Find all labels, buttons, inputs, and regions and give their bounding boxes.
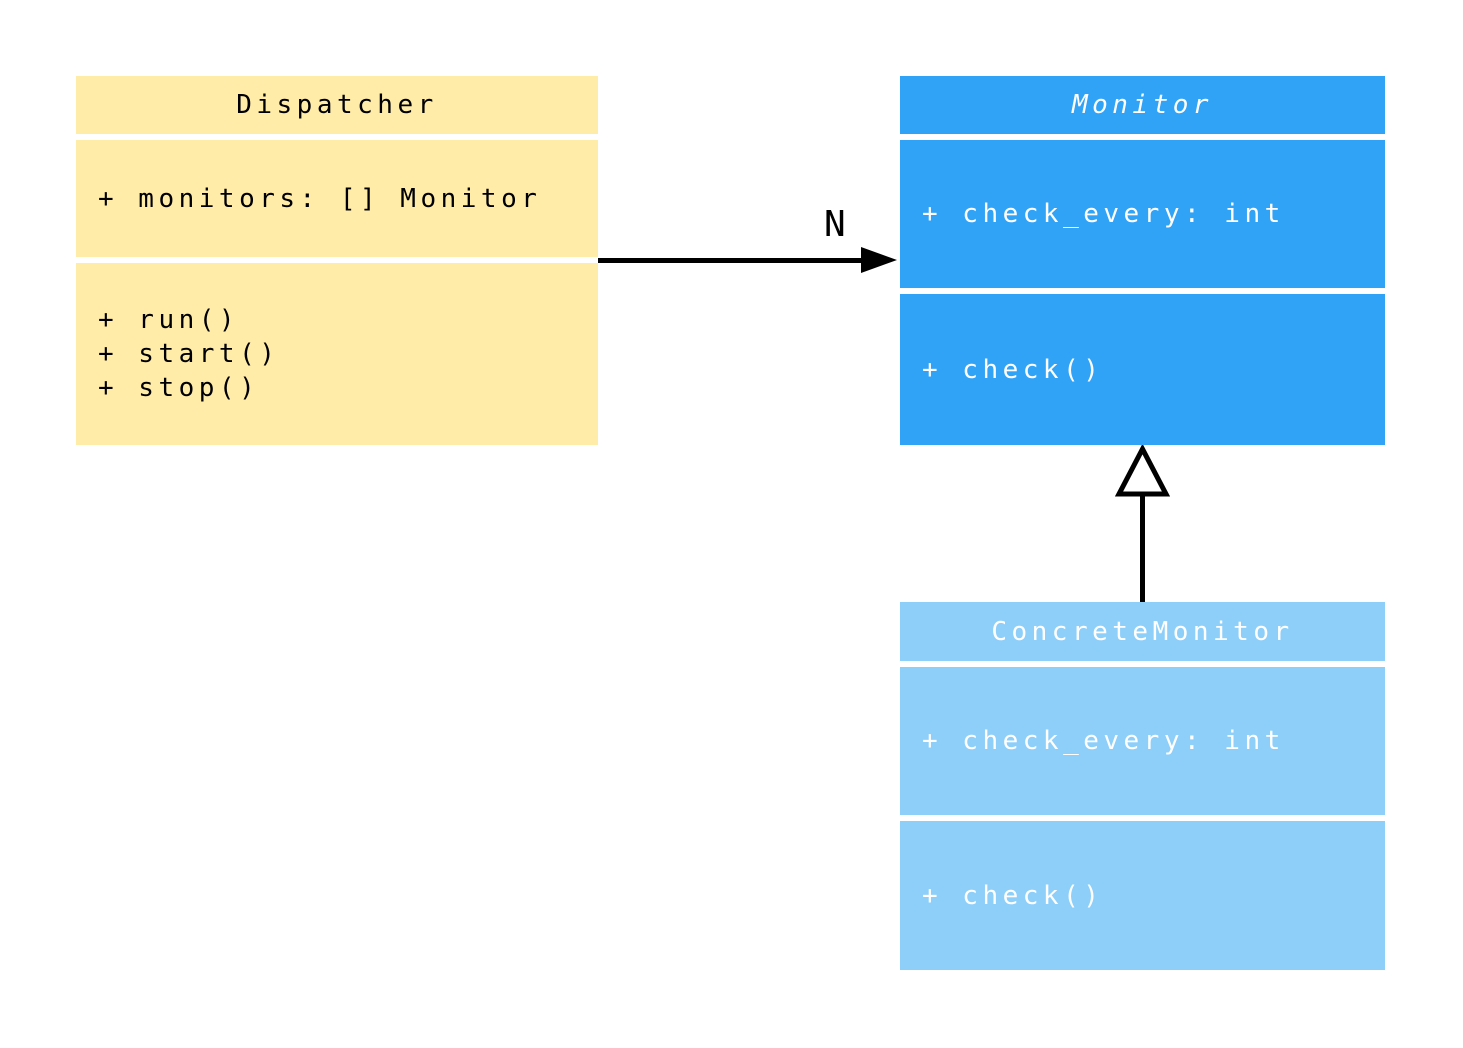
class-title-bar: Monitor: [900, 76, 1385, 134]
class-methods-section: + check(): [900, 294, 1385, 445]
class-box-concrete-monitor: ConcreteMonitor + check_every: int + che…: [900, 602, 1385, 970]
inheritance-line: [1140, 492, 1145, 602]
method-line: + start(): [98, 339, 280, 369]
attribute-line: + check_every: int: [922, 199, 1285, 229]
attribute-line: + monitors: [] Monitor: [98, 183, 542, 214]
class-title-bar: ConcreteMonitor: [900, 602, 1385, 661]
class-box-monitor: Monitor + check_every: int + check(): [900, 76, 1385, 445]
association-arrowhead-icon: [861, 247, 897, 273]
method-line: + run(): [98, 305, 240, 335]
class-name: Dispatcher: [236, 90, 438, 120]
inheritance-triangle-icon: [1115, 445, 1170, 497]
class-name: ConcreteMonitor: [991, 616, 1294, 647]
association-line: [598, 258, 862, 263]
class-attributes-section: + monitors: [] Monitor: [76, 140, 598, 257]
class-name: Monitor: [1071, 90, 1214, 120]
class-box-dispatcher: Dispatcher + monitors: [] Monitor + run(…: [76, 76, 598, 445]
method-line: + stop(): [98, 373, 260, 403]
class-methods-section: + run() + start() + stop(): [76, 263, 598, 445]
class-methods-section: + check(): [900, 821, 1385, 970]
attribute-line: + check_every: int: [922, 726, 1285, 756]
class-attributes-section: + check_every: int: [900, 140, 1385, 288]
method-line: + check(): [922, 354, 1104, 385]
method-line: + check(): [922, 880, 1104, 911]
association-multiplicity-label: N: [824, 204, 846, 245]
class-attributes-section: + check_every: int: [900, 667, 1385, 815]
class-title-bar: Dispatcher: [76, 76, 598, 134]
